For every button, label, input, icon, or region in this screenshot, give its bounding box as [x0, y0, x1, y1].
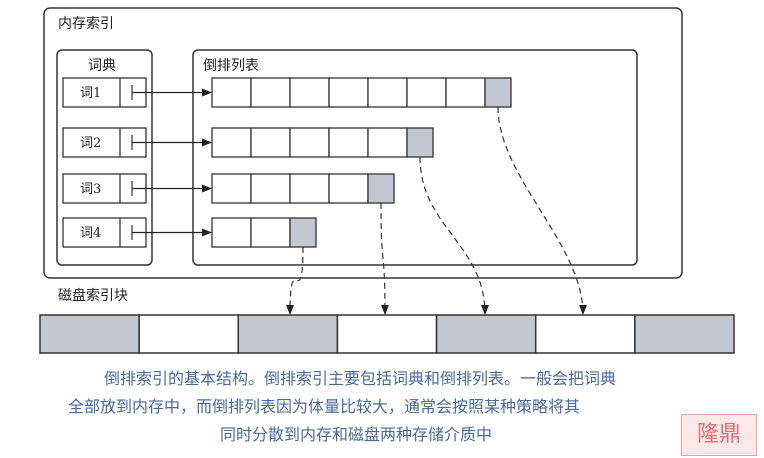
memory-index-box — [43, 7, 683, 279]
disk-block — [634, 314, 735, 354]
dictionary-word: 词3 — [80, 182, 101, 197]
disk-block — [435, 314, 537, 354]
caption-line-2: 全部放到内存中，而倒排列表因为体量比较大，通常会按照某种策略将其 — [68, 397, 581, 416]
posting-cell-memory — [328, 77, 369, 108]
disk-block — [336, 314, 438, 354]
posting-cell-memory — [211, 77, 252, 108]
posting-cell-memory — [211, 127, 252, 158]
dictionary-word: 词1 — [80, 86, 101, 101]
posting-cell-memory — [211, 173, 252, 204]
posting-cell-disk — [289, 217, 317, 248]
disk-pointer-arrow — [497, 106, 587, 315]
disk-pointer-arrow — [419, 156, 489, 315]
posting-cell-memory — [367, 77, 408, 108]
posting-cell-memory — [250, 127, 291, 158]
posting-cell-memory — [406, 77, 447, 108]
disk-index-title: 磁盘索引块 — [58, 287, 128, 304]
dictionary-entry — [62, 217, 147, 248]
posting-cell-memory — [445, 77, 486, 108]
posting-cell-memory — [289, 173, 330, 204]
posting-cell-disk — [484, 77, 512, 108]
disk-pointer-arrow — [380, 202, 389, 315]
posting-cell-memory — [211, 217, 252, 248]
disk-block — [237, 314, 339, 354]
posting-cell-memory — [328, 127, 369, 158]
posting-cell-disk — [406, 127, 434, 158]
posting-cell-disk — [367, 173, 395, 204]
posting-cell-memory — [250, 173, 291, 204]
dictionary-title: 词典 — [88, 58, 116, 74]
posting-cell-memory — [250, 217, 291, 248]
caption-line-3: 同时分散到内存和磁盘两种存储介质中 — [220, 425, 493, 444]
caption-line-1: 倒排索引的基本结构。倒排索引主要包括词典和倒排列表。一般会把词典 — [104, 369, 617, 388]
disk-pointer-arrow — [286, 246, 304, 315]
posting-lists-title: 倒排列表 — [203, 58, 259, 74]
watermark-stamp: 隆鼎 — [681, 414, 757, 456]
disk-block — [39, 314, 140, 354]
dictionary-word: 词4 — [80, 226, 101, 241]
posting-cell-memory — [289, 77, 330, 108]
disk-block — [138, 314, 240, 354]
posting-lists-box — [192, 49, 638, 266]
disk-block — [534, 314, 636, 354]
dictionary-box — [56, 49, 153, 266]
posting-cell-memory — [250, 77, 291, 108]
dictionary-word: 词2 — [80, 136, 101, 151]
posting-cell-memory — [328, 173, 369, 204]
posting-cell-memory — [367, 127, 408, 158]
posting-cell-memory — [289, 127, 330, 158]
memory-index-title: 内存索引 — [58, 15, 114, 32]
